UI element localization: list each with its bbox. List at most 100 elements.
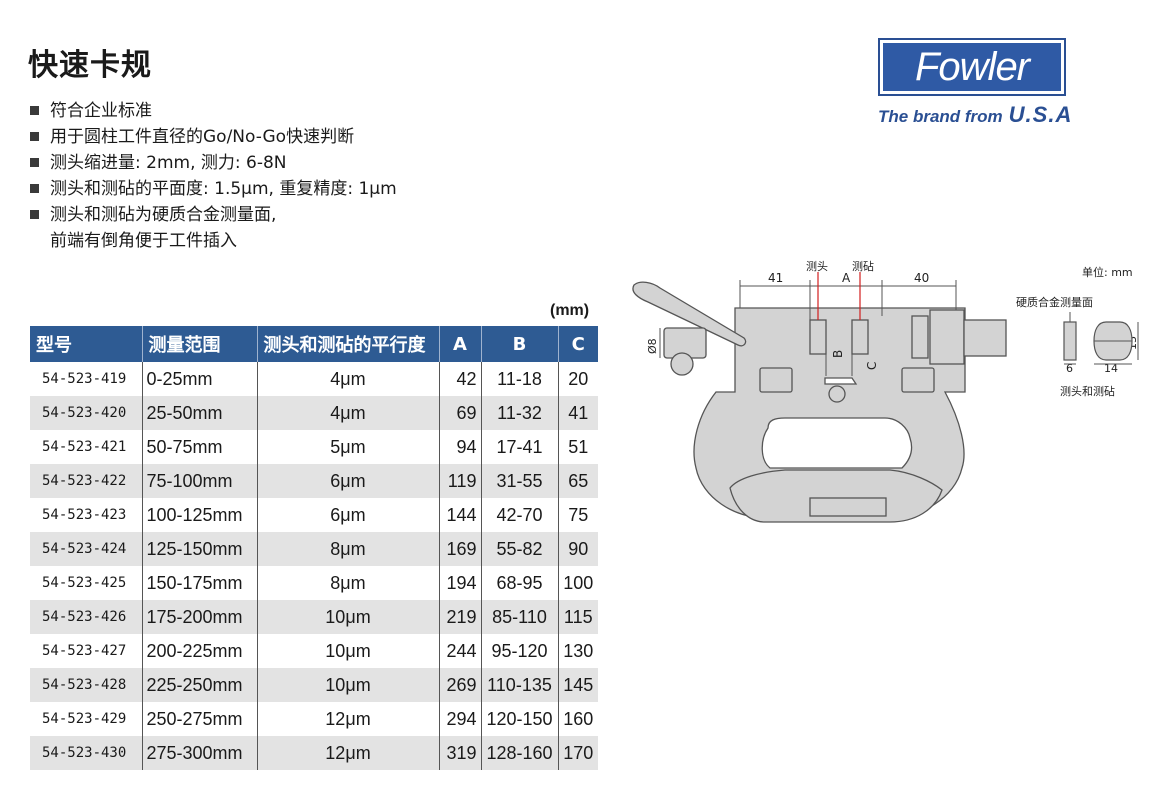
feature-item: 符合企业标准 — [28, 98, 397, 124]
cell-c: 100 — [558, 566, 598, 600]
dim-6: 6 — [1066, 362, 1073, 375]
cell-c: 160 — [558, 702, 598, 736]
cell-b: 120-150 — [481, 702, 559, 736]
fowler-logo: Fowler The brand from U.S.A — [878, 38, 1071, 130]
knurled-spindle — [963, 319, 1007, 357]
feature-item: 测头和测砧的平面度: 1.5μm, 重复精度: 1μm — [28, 176, 397, 202]
cell-range: 25-50mm — [142, 396, 258, 430]
feature-list: 符合企业标准 用于圆柱工件直径的Go/No-Go快速判断 测头缩进量: 2mm,… — [28, 98, 397, 254]
cell-c: 130 — [558, 634, 598, 668]
logo-badge: Fowler — [878, 38, 1066, 96]
anvil-holder — [851, 319, 869, 355]
cell-a: 319 — [439, 736, 482, 770]
left-window — [759, 367, 793, 393]
table-unit: (mm) — [550, 302, 590, 319]
feature-text: 符合企业标准 — [50, 101, 152, 121]
page-title: 快速卡规 — [28, 48, 152, 83]
cell-c: 65 — [558, 464, 598, 498]
cell-a: 144 — [439, 498, 482, 532]
cell-b: 42-70 — [481, 498, 559, 532]
cell-b: 31-55 — [481, 464, 559, 498]
cell-c: 90 — [558, 532, 598, 566]
cell-range: 75-100mm — [142, 464, 258, 498]
cell-c: 170 — [558, 736, 598, 770]
cell-model: 54-523-430 — [30, 736, 143, 770]
cell-parallelism: 10μm — [257, 668, 440, 702]
cell-a: 119 — [439, 464, 482, 498]
lever-arm — [632, 281, 747, 347]
cell-model: 54-523-425 — [30, 566, 143, 600]
cell-range: 275-300mm — [142, 736, 258, 770]
tagline-text: The brand from — [878, 107, 1003, 126]
cell-c: 20 — [558, 362, 598, 396]
probe-holder — [809, 319, 827, 355]
gauge-drawing: 41 A 40 测头 测砧 B C Ø8 单位: mm 硬质合金测量面 测头和测… — [632, 259, 1139, 523]
stopper-knob — [670, 352, 694, 376]
cell-model: 54-523-424 — [30, 532, 143, 566]
dim-b: B — [831, 350, 845, 358]
cell-range: 200-225mm — [142, 634, 258, 668]
cell-c: 41 — [558, 396, 598, 430]
square-bullet-icon — [30, 184, 39, 193]
cell-parallelism: 6μm — [257, 464, 440, 498]
cell-parallelism: 12μm — [257, 702, 440, 736]
dim-14: 14 — [1104, 362, 1118, 375]
square-bullet-icon — [30, 158, 39, 167]
thimble — [929, 309, 965, 365]
feature-item: 用于圆柱工件直径的Go/No-Go快速判断 — [28, 124, 397, 150]
country-text: U.S.A — [1008, 102, 1073, 127]
carbide-label: 硬质合金测量面 — [1016, 295, 1093, 309]
carbide-tip-side — [1063, 321, 1077, 361]
header-range: 测量范围 — [142, 326, 258, 362]
cell-model: 54-523-422 — [30, 464, 143, 498]
cell-model: 54-523-429 — [30, 702, 143, 736]
cell-a: 244 — [439, 634, 482, 668]
grip-label — [809, 497, 887, 517]
square-bullet-icon — [30, 132, 39, 141]
feature-text: 测头和测砧为硬质合金测量面, 前端有倒角便于工件插入 — [50, 205, 277, 251]
header-parallelism: 测头和测砧的平行度 — [257, 326, 440, 362]
cell-b: 85-110 — [481, 600, 559, 634]
cell-range: 0-25mm — [142, 362, 258, 396]
cell-c: 115 — [558, 600, 598, 634]
header-b: B — [481, 326, 559, 362]
header-model: 型号 — [30, 326, 143, 362]
cell-a: 194 — [439, 566, 482, 600]
header-c: C — [558, 326, 598, 362]
cell-model: 54-523-423 — [30, 498, 143, 532]
adjust-nut — [911, 315, 929, 359]
cell-parallelism: 8μm — [257, 566, 440, 600]
cell-model: 54-523-421 — [30, 430, 143, 464]
square-bullet-icon — [30, 106, 39, 115]
cell-parallelism: 10μm — [257, 634, 440, 668]
feature-item: 测头缩进量: 2mm, 测力: 6-8N — [28, 150, 397, 176]
cell-c: 51 — [558, 430, 598, 464]
cell-model: 54-523-419 — [30, 362, 143, 396]
grip-pad — [729, 469, 943, 523]
table-header-row: 型号 测量范围 测头和测砧的平行度 A B C — [30, 326, 598, 362]
feature-item: 测头和测砧为硬质合金测量面, 前端有倒角便于工件插入 — [28, 202, 397, 254]
cell-model: 54-523-426 — [30, 600, 143, 634]
cell-range: 125-150mm — [142, 532, 258, 566]
cell-b: 110-135 — [481, 668, 559, 702]
cell-a: 94 — [439, 430, 482, 464]
feature-text: 测头缩进量: 2mm, 测力: 6-8N — [50, 153, 287, 173]
square-bullet-icon — [30, 210, 39, 219]
cell-range: 225-250mm — [142, 668, 258, 702]
cell-parallelism: 4μm — [257, 396, 440, 430]
feature-text: 测头和测砧的平面度: 1.5μm, 重复精度: 1μm — [50, 179, 397, 199]
workpiece-stop — [824, 377, 858, 385]
right-window — [901, 367, 935, 393]
cell-b: 17-41 — [481, 430, 559, 464]
cell-model: 54-523-420 — [30, 396, 143, 430]
